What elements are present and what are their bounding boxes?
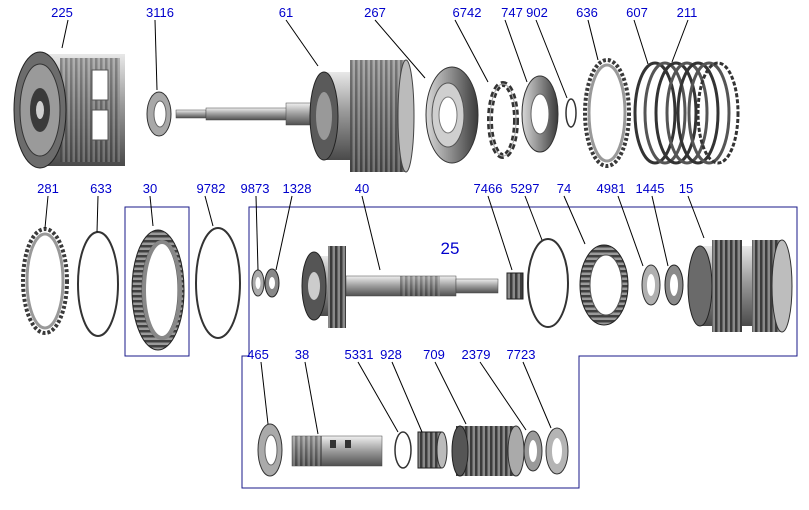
- part-465-washer: [257, 423, 283, 477]
- leader-line-2379: [479, 361, 527, 431]
- leader-line-267: [374, 19, 426, 79]
- part-label-211: 211: [676, 5, 698, 20]
- leader-line-211: [671, 19, 689, 63]
- part-label-30: 30: [142, 181, 158, 196]
- part-2379-washer: [523, 430, 543, 472]
- part-281-plate: [21, 227, 69, 335]
- leader-line-902: [535, 19, 568, 99]
- part-label-902: 902: [526, 5, 548, 20]
- leader-line-1445: [651, 195, 669, 267]
- part-9782-snap-ring: [195, 227, 241, 339]
- part-225-drum: [13, 51, 125, 169]
- part-label-2379: 2379: [461, 347, 491, 362]
- part-label-7723: 7723: [506, 347, 536, 362]
- part-267-piston: [425, 66, 479, 164]
- part-15-planetary-carrier: [687, 239, 793, 333]
- leader-line-633: [96, 195, 99, 233]
- part-label-928: 928: [380, 347, 402, 362]
- leader-line-5297: [524, 195, 543, 241]
- leader-line-709: [434, 361, 467, 425]
- leader-line-3116: [154, 19, 158, 91]
- leader-line-40: [361, 195, 381, 271]
- leader-line-928: [391, 361, 423, 433]
- part-label-38: 38: [294, 347, 310, 362]
- part-label-74: 74: [556, 181, 572, 196]
- part-label-281: 281: [37, 181, 59, 196]
- part-label-15: 15: [678, 181, 694, 196]
- leader-line-225: [61, 19, 69, 49]
- part-30-ring-gear: [131, 229, 185, 351]
- leader-line-74: [563, 195, 586, 245]
- part-607-211-clutch-pack: [633, 61, 740, 165]
- part-label-9873: 9873: [240, 181, 270, 196]
- assembly-25-label: 25: [440, 239, 460, 258]
- part-61-shaft-assembly: [175, 59, 415, 173]
- part-709-gear: [451, 425, 525, 477]
- part-label-607: 607: [626, 5, 648, 20]
- part-1445-bearing: [664, 264, 684, 306]
- part-label-709: 709: [423, 347, 445, 362]
- part-label-6742: 6742: [452, 5, 482, 20]
- part-747-retainer: [521, 75, 559, 153]
- part-7466-bearing: [506, 272, 524, 300]
- part-7723-washer: [545, 427, 569, 475]
- part-5297-snap-ring: [527, 238, 569, 328]
- part-4981-washer: [641, 264, 661, 306]
- part-label-747: 747: [501, 5, 523, 20]
- part-label-465: 465: [247, 347, 269, 362]
- leader-line-9873: [255, 195, 259, 271]
- leader-line-636: [587, 19, 599, 61]
- leader-line-4981: [617, 195, 644, 267]
- leader-line-465: [260, 361, 269, 425]
- leader-lines: [44, 19, 705, 435]
- leader-line-15: [687, 195, 705, 239]
- part-74-ring-gear: [579, 244, 629, 326]
- part-30-box: [124, 206, 190, 357]
- part-label-3116: 3116: [146, 5, 174, 20]
- part-label-5331: 5331: [344, 347, 374, 362]
- assembly-25-outline: [241, 206, 798, 489]
- part-label-7466: 7466: [473, 181, 503, 196]
- part-label-4981: 4981: [596, 181, 626, 196]
- leader-line-1328: [275, 195, 293, 271]
- part-label-40: 40: [354, 181, 370, 196]
- leader-line-38: [304, 361, 319, 435]
- leader-line-281: [44, 195, 49, 229]
- part-9873-washer: [251, 269, 265, 297]
- part-1328-bearing: [264, 268, 280, 298]
- leader-line-7723: [522, 361, 552, 429]
- leader-line-9782: [204, 195, 214, 227]
- leader-line-6742: [454, 19, 489, 83]
- leader-line-747: [504, 19, 528, 83]
- leader-line-5331: [357, 361, 399, 433]
- part-label-636: 636: [576, 5, 598, 20]
- part-label-9782: 9782: [196, 181, 226, 196]
- part-40-output-shaft: [301, 246, 499, 328]
- part-label-267: 267: [364, 5, 386, 20]
- part-label-225: 225: [51, 5, 73, 20]
- part-label-633: 633: [90, 181, 112, 196]
- part-5331-snap-ring: [394, 431, 412, 469]
- part-636-plate: [583, 58, 631, 168]
- part-6742-spring: [487, 81, 519, 159]
- part-label-1328: 1328: [282, 181, 312, 196]
- leader-line-607: [633, 19, 649, 65]
- part-902-snap-ring: [565, 98, 577, 128]
- leader-line-30: [149, 195, 154, 227]
- part-label-61: 61: [278, 5, 294, 20]
- part-label-5297: 5297: [510, 181, 540, 196]
- leader-line-61: [285, 19, 319, 67]
- part-633-snap-ring: [77, 231, 119, 337]
- part-label-1445: 1445: [635, 181, 665, 196]
- part-928-bearing: [417, 431, 448, 469]
- part-3116-washer: [146, 91, 172, 137]
- leader-line-7466: [487, 195, 513, 271]
- part-38-sun-shaft: [291, 435, 383, 467]
